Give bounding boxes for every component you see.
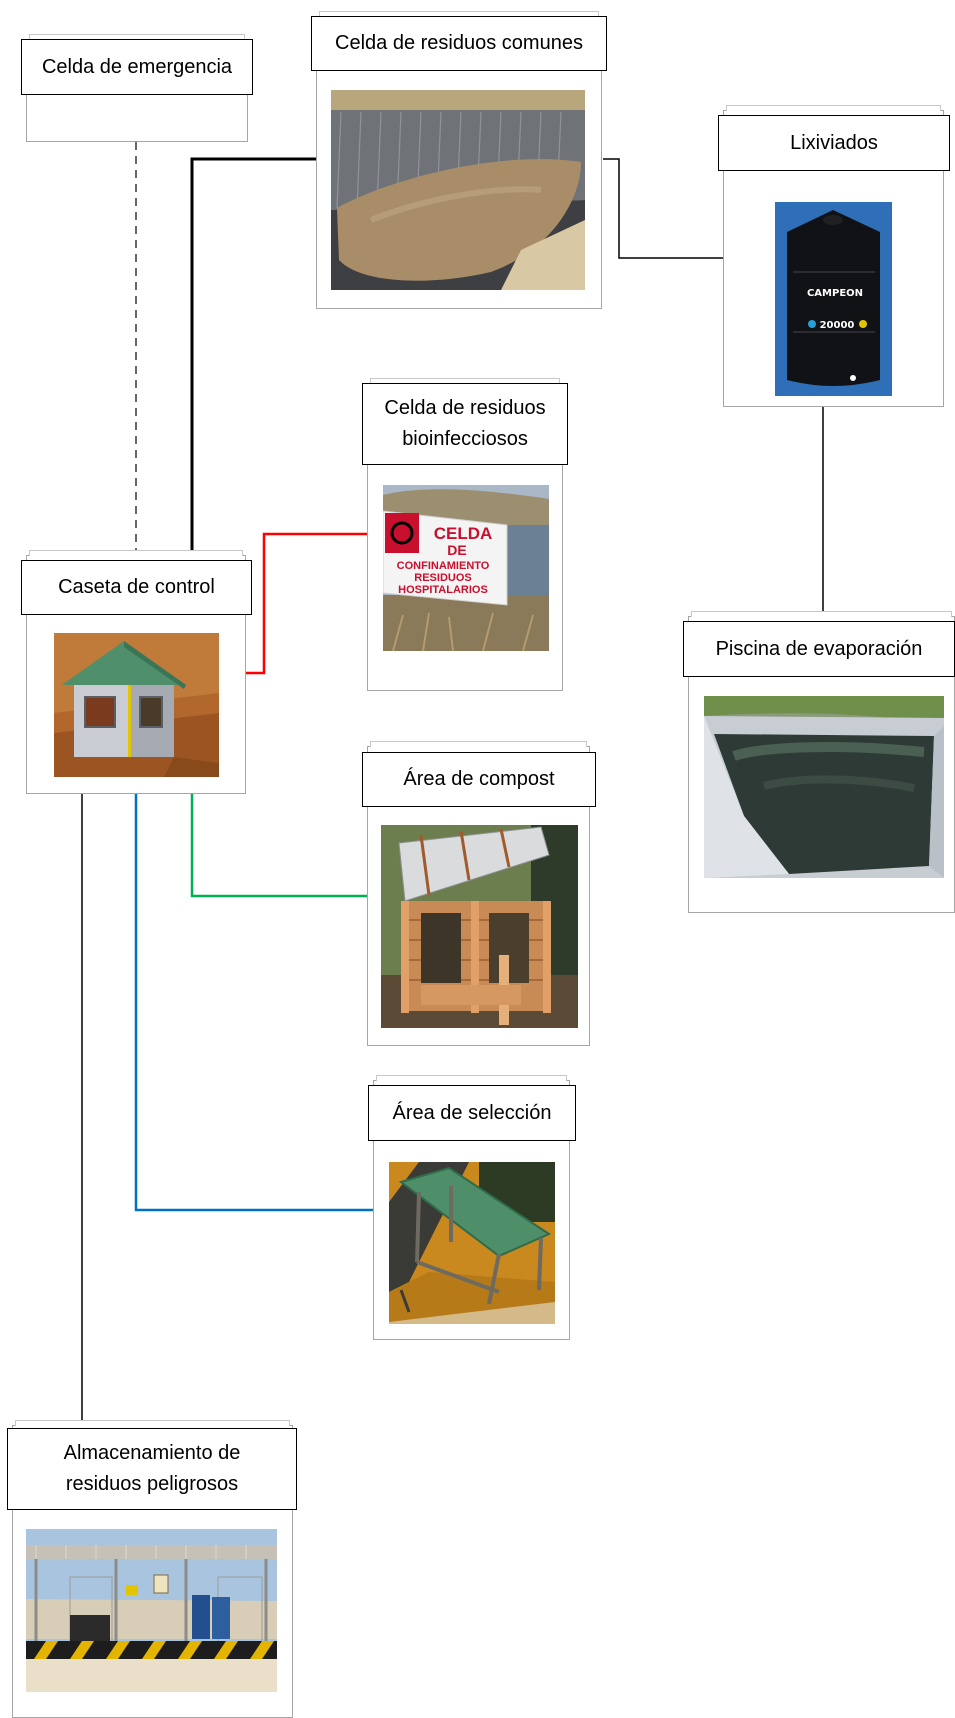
link-caseta-seleccion: [134, 794, 373, 1212]
node-title-bioinfecciosos: Celda de residuos bioinfecciosos: [362, 383, 568, 465]
tank-brand-text: CAMPEON: [807, 288, 863, 299]
node-title-comunes: Celda de residuos comunes: [311, 16, 607, 71]
node-label: Caseta de control: [58, 576, 215, 598]
image-leachate-tank: CAMPEON 20000: [775, 202, 892, 396]
image-biohazard-sign: CELDA DE CONFINAMIENTO RESIDUOS HOSPITAL…: [383, 485, 549, 651]
node-label: Área de selección: [392, 1101, 552, 1124]
node-label-group: Almacenamiento de residuos peligrosos: [64, 1438, 241, 1500]
link-caseta-bioinfecciosos: [246, 532, 367, 675]
link-caseta-comunes: [190, 157, 318, 555]
node-label: Celda de residuos comunes: [335, 32, 583, 54]
node-title-lixiviados: Lixiviados: [718, 115, 950, 171]
image-compost-bins: [381, 825, 578, 1028]
node-label-line2: bioinfecciosos: [402, 428, 528, 450]
sign-line-1: CELDA: [434, 524, 493, 543]
node-label: Celda de emergencia: [41, 55, 233, 78]
link-comunes-lixiviados: [603, 158, 723, 259]
link-caseta-compost: [190, 794, 367, 898]
node-title-seleccion: Área de selección: [368, 1085, 576, 1141]
sign-line-2: DE: [447, 542, 466, 558]
node-label: Piscina de evaporación: [715, 637, 923, 660]
node-label-line1: Celda de residuos: [384, 397, 546, 419]
image-evaporation-pool: [704, 696, 944, 878]
node-title-caseta: Caseta de control: [21, 560, 252, 615]
node-label-group: Celda de residuos bioinfecciosos: [384, 393, 545, 455]
node-label: Lixiviados: [790, 131, 878, 154]
image-hazardous-storage: [26, 1529, 277, 1692]
tank-capacity-text: 20000: [820, 320, 855, 331]
node-label-line2: residuos peligrosos: [65, 1473, 239, 1495]
image-control-booth: [54, 633, 219, 777]
node-label-line1: Almacenamiento de: [63, 1442, 241, 1464]
node-title-peligrosos: Almacenamiento de residuos peligrosos: [7, 1428, 297, 1510]
node-title-piscina: Piscina de evaporación: [683, 621, 955, 677]
sign-line-3: CONFINAMIENTO: [397, 560, 490, 572]
node-title-emergencia: Celda de emergencia: [21, 39, 253, 95]
image-sorting-table: [389, 1162, 555, 1324]
image-landfill-cell: [331, 90, 585, 290]
node-label: Área de compost: [403, 768, 555, 790]
sign-line-4: RESIDUOS: [414, 572, 471, 584]
node-title-compost: Área de compost: [362, 752, 596, 807]
sign-line-5: HOSPITALARIOS: [398, 584, 488, 596]
